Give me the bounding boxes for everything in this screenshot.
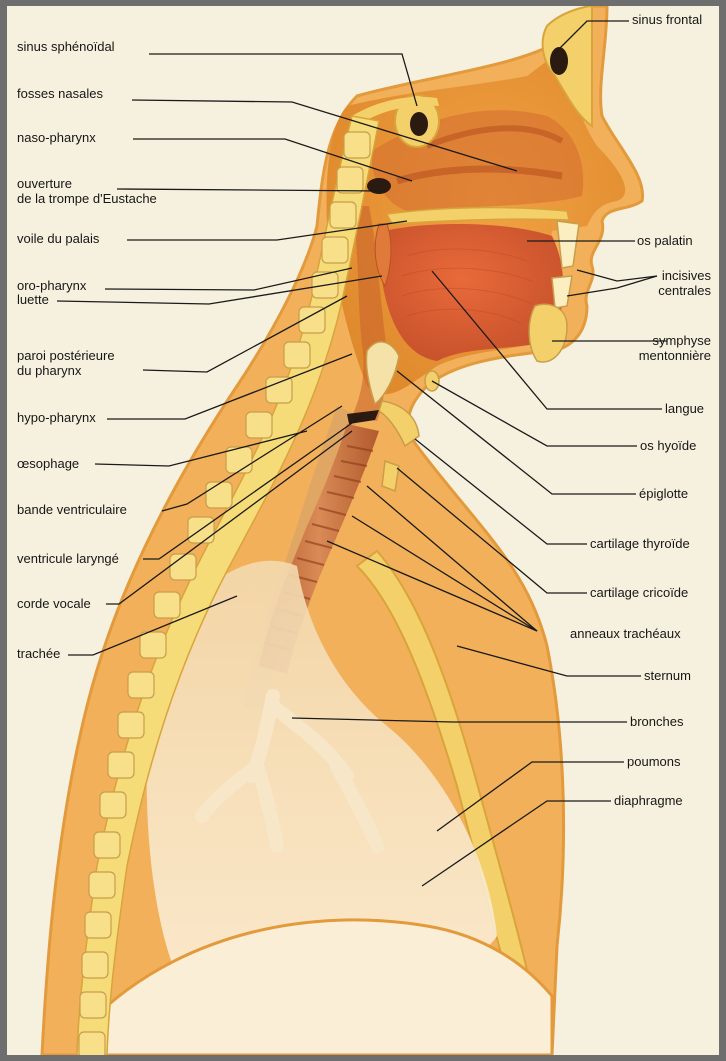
- label-oesophage: œsophage: [17, 456, 79, 471]
- label-ouverture-trompe: ouverture de la trompe d'Eustache: [17, 176, 157, 206]
- vertebra: [85, 912, 111, 938]
- mandible-symphysis: [529, 304, 567, 362]
- vertebra: [322, 237, 348, 263]
- vertebra: [82, 952, 108, 978]
- label-epiglotte: épiglotte: [639, 486, 688, 501]
- label-incisives-line2: centrales: [658, 283, 711, 298]
- label-symphyse-mentonniere: symphyse mentonnière: [639, 333, 711, 363]
- vertebra: [79, 1032, 105, 1055]
- label-bande-ventriculaire: bande ventriculaire: [17, 502, 127, 517]
- label-incisives-line1: incisives: [658, 268, 711, 283]
- cricoid-cartilage: [382, 461, 399, 491]
- vertebra: [246, 412, 272, 438]
- anatomy-plate: sinus sphénoïdal fosses nasales naso-pha…: [7, 6, 719, 1055]
- label-os-palatin: os palatin: [637, 233, 693, 248]
- vertebra: [284, 342, 310, 368]
- vertebra: [128, 672, 154, 698]
- label-symphyse-line1: symphyse: [639, 333, 711, 348]
- label-paroi-line2: du pharynx: [17, 363, 115, 378]
- vertebra: [266, 377, 292, 403]
- label-trachee: trachée: [17, 646, 60, 661]
- vertebra: [140, 632, 166, 658]
- label-voile-du-palais: voile du palais: [17, 231, 99, 246]
- label-paroi-line1: paroi postérieure: [17, 348, 115, 363]
- label-luette: luette: [17, 292, 49, 307]
- vertebra: [170, 554, 196, 580]
- label-anneaux-tracheaux: anneaux trachéaux: [570, 626, 681, 641]
- vertebra: [344, 132, 370, 158]
- vertebra: [206, 482, 232, 508]
- label-paroi-posterieure: paroi postérieure du pharynx: [17, 348, 115, 378]
- label-naso-pharynx: naso-pharynx: [17, 130, 96, 145]
- label-os-hyoide: os hyoïde: [640, 438, 696, 453]
- vertebra: [89, 872, 115, 898]
- vertebra: [94, 832, 120, 858]
- vertebra: [80, 992, 106, 1018]
- vertebra: [108, 752, 134, 778]
- label-diaphragme: diaphragme: [614, 793, 683, 808]
- label-cartilage-thyroide: cartilage thyroïde: [590, 536, 690, 551]
- label-cartilage-cricoide: cartilage cricoïde: [590, 585, 688, 600]
- vertebra: [118, 712, 144, 738]
- label-corde-vocale: corde vocale: [17, 596, 91, 611]
- label-sternum: sternum: [644, 668, 691, 683]
- label-ouverture-line1: ouverture: [17, 176, 157, 191]
- vertebra: [154, 592, 180, 618]
- label-ventricule-larynge: ventricule laryngé: [17, 551, 119, 566]
- vertebra: [337, 167, 363, 193]
- label-langue: langue: [665, 401, 704, 416]
- label-hypo-pharynx: hypo-pharynx: [17, 410, 96, 425]
- anatomy-illustration: [7, 6, 719, 1055]
- label-oro-pharynx: oro-pharynx: [17, 278, 86, 293]
- label-bronches: bronches: [630, 714, 683, 729]
- label-poumons: poumons: [627, 754, 680, 769]
- label-sinus-frontal: sinus frontal: [632, 12, 702, 27]
- label-symphyse-line2: mentonnière: [639, 348, 711, 363]
- label-incisives-centrales: incisives centrales: [658, 268, 711, 298]
- vertebra: [330, 202, 356, 228]
- label-fosses-nasales: fosses nasales: [17, 86, 103, 101]
- label-sinus-sphenoidal: sinus sphénoïdal: [17, 39, 115, 54]
- label-ouverture-line2: de la trompe d'Eustache: [17, 191, 157, 206]
- vertebra: [100, 792, 126, 818]
